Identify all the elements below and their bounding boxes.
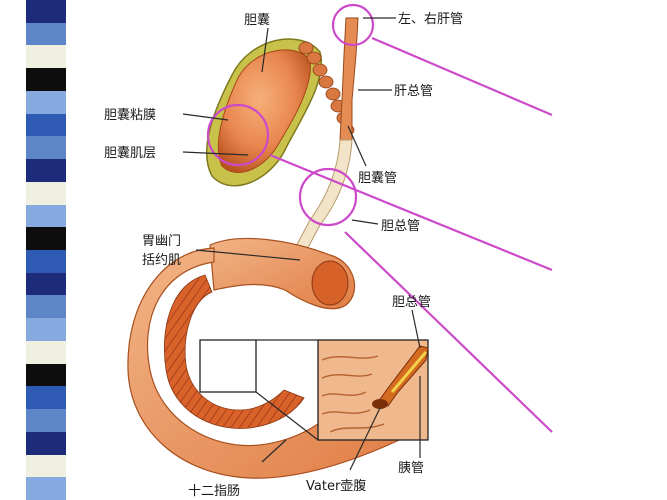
label-muscle-layer: 胆囊肌层 [104,145,156,161]
leader-bile-duct-1 [351,219,379,225]
stripe-cell [26,431,66,456]
zoom-line-bottom [255,391,319,441]
label-ampulla: Vater壶腹 [306,478,366,494]
stripe-cell [26,0,66,24]
stripe-cell [26,272,66,296]
label-gallbladder: 胆囊 [244,12,270,28]
label-common-bile-duct-2: 胆总管 [392,295,431,310]
label-hepatic-ducts: 左、右肝管 [398,12,463,27]
stripe-cell [26,227,66,251]
leader-gallbladder [261,27,269,73]
label-mucosa: 胆囊粘膜 [104,107,156,123]
label-pancreatic-duct: 胰管 [398,461,424,476]
stripe-cell [26,68,66,92]
ampulla-opening [372,399,388,409]
leader-bile-duct-2 [411,309,421,349]
pointer-line-3 [344,231,553,433]
highlight-circle-mucosa [206,103,270,167]
detail-box-small [199,339,257,393]
leader-pylorus [195,249,301,261]
stripe-cell [26,295,66,319]
stripe-cell [26,136,66,160]
label-pylorus-line2: 括约肌 [142,253,181,268]
stripe-cell [26,477,66,500]
stripe-cell [26,363,66,387]
pyloric-opening [311,260,349,306]
label-pylorus-line1: 胃幽门 [142,234,181,249]
leader-mucosa [182,113,229,121]
pointer-line-1 [371,36,553,117]
leader-ampulla [349,407,381,471]
label-common-hepatic-duct: 肝总管 [394,84,433,99]
common-hepatic-duct [339,17,359,141]
ampulla-detail-box [317,339,429,441]
stripe-cell [26,181,66,206]
stripe-cell [26,22,66,46]
stripe-cell [26,454,66,478]
leader-muscle [182,151,249,156]
highlight-circle-hepatic [331,3,375,47]
stripe-cell [26,386,66,410]
stripe-cell [26,113,66,137]
leader-cystic [347,125,367,167]
stripe-cell [26,159,66,183]
common-bile-duct [293,139,353,256]
stripe-cell [26,318,66,342]
label-cystic-duct: 胆囊管 [358,170,397,186]
leader-duodenum [261,439,287,463]
stripe-cell [26,409,66,433]
label-common-bile-duct-1: 胆总管 [381,219,420,234]
pointer-line-2 [269,153,553,272]
highlight-circle-bile-duct [298,167,358,227]
gallbladder-body [217,49,311,173]
decorative-stripe-column [0,0,72,500]
stripe-cell [26,90,66,115]
ampulla-detail-folds [321,355,385,433]
duodenal-folds [163,274,305,429]
stripe-cell [26,250,66,274]
stripe-cell [26,45,66,69]
label-duodenum: 十二指肠 [188,484,240,499]
ampulla-bile-stripe [390,351,428,393]
stripe-cell [26,340,66,365]
stripe-cell [26,204,66,228]
